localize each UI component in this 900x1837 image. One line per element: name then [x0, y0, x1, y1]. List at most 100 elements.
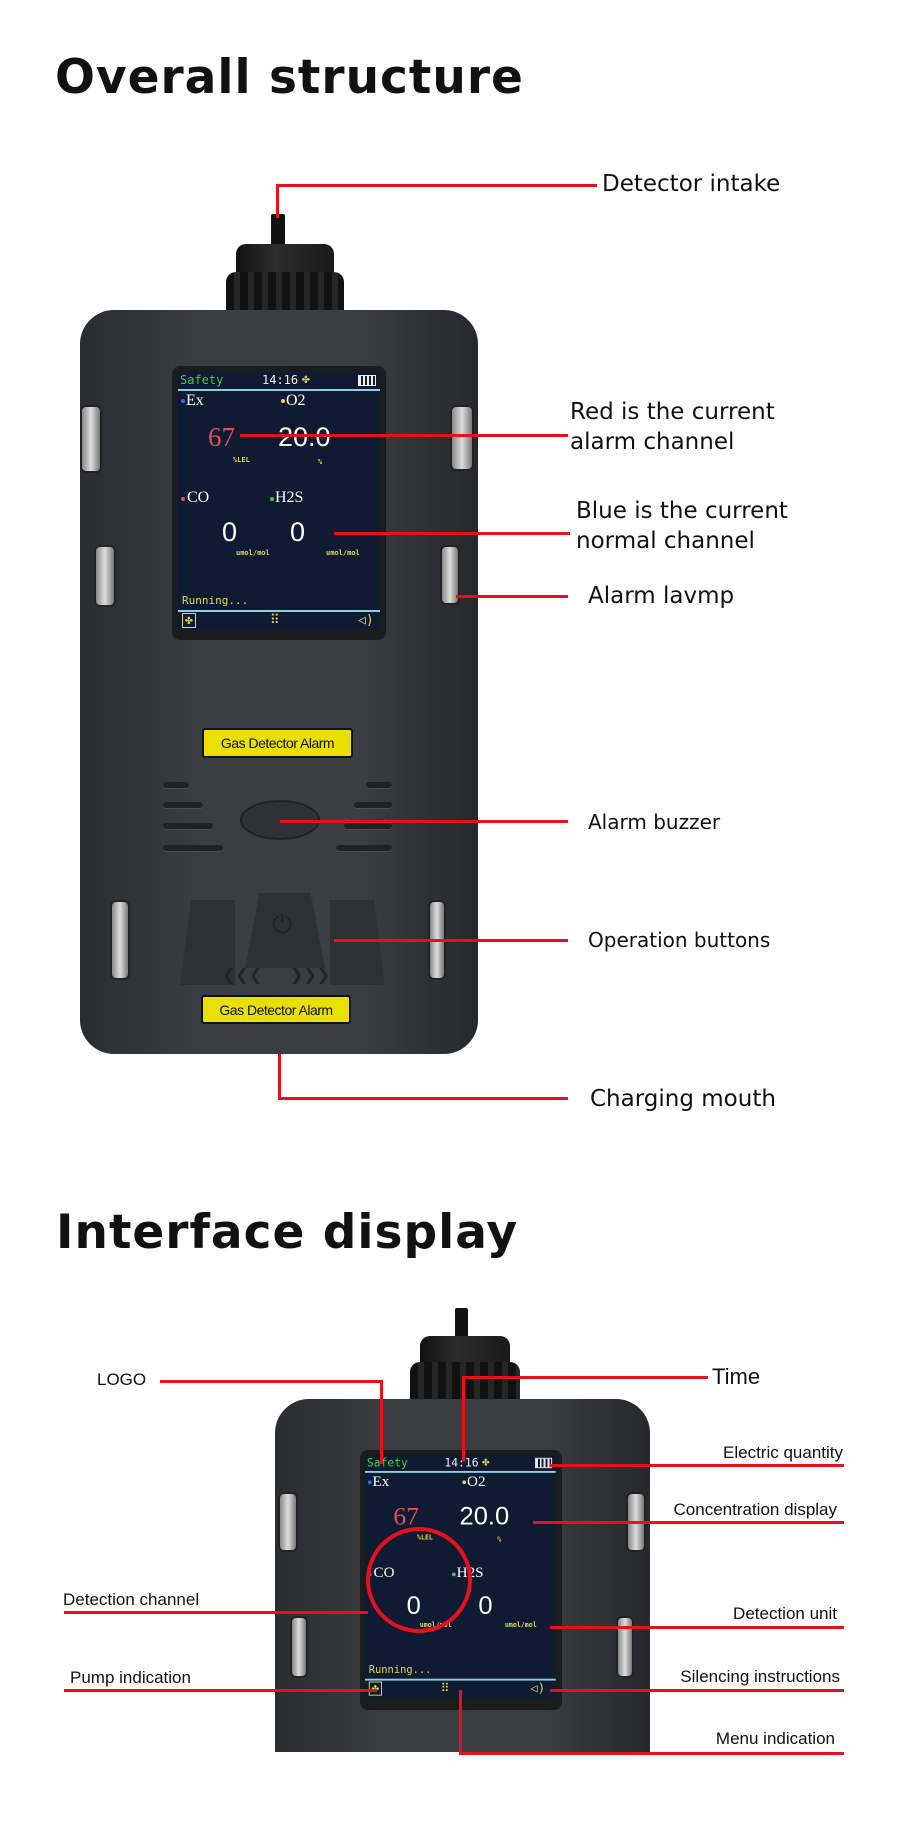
channel-dot-ex	[181, 399, 185, 403]
callout-line	[459, 1690, 462, 1754]
channel-dot-h2s	[270, 497, 274, 501]
menu-icon: ⠿	[440, 1681, 450, 1696]
callout-line	[550, 1626, 844, 1629]
callout-line	[280, 820, 568, 823]
callout-line	[64, 1689, 376, 1692]
callout-line	[276, 184, 597, 187]
power-icon: ⏻	[272, 910, 293, 940]
label-blue-channel-2: normal channel	[576, 528, 755, 554]
label-time: Time	[712, 1364, 761, 1389]
menu-icon: ⠿	[270, 613, 280, 628]
channel-value-ex: 67	[393, 1502, 419, 1531]
alarm-lamp-right-top	[450, 405, 474, 471]
channel-unit-o2: %	[497, 1535, 502, 1544]
vent-slot	[344, 823, 392, 829]
footer-divider	[365, 1678, 556, 1681]
label-red-channel-2: alarm channel	[570, 429, 735, 455]
channel-name-o2: O2	[286, 392, 306, 409]
callout-line	[334, 939, 568, 942]
channel-value-o2: 20.0	[459, 1502, 510, 1531]
label-menu-indication: Menu indication	[715, 1729, 835, 1748]
alarm-lamp-left	[278, 1492, 298, 1552]
callout-line	[278, 1054, 281, 1100]
label-operation-buttons: Operation buttons	[588, 928, 771, 952]
pump-icon: ✤	[182, 613, 196, 628]
channel-value-h2s: 0	[478, 1591, 493, 1620]
intake-cap-ribbed	[226, 272, 344, 314]
device-badge-top: Gas Detector Alarm	[202, 728, 353, 758]
speaker-icon: ◁)	[358, 613, 374, 628]
callout-line	[550, 1464, 844, 1467]
callout-line	[456, 595, 568, 598]
pump-icon: ✤	[368, 1681, 382, 1696]
channel-value-co: 0	[222, 517, 238, 547]
callout-line	[462, 1376, 708, 1379]
callout-line	[380, 1380, 383, 1464]
channel-value-ex: 67	[208, 422, 235, 452]
callout-line	[160, 1380, 382, 1383]
label-blue-channel-1: Blue is the current	[576, 498, 788, 524]
vent-slot	[354, 802, 392, 808]
screen-logo: Safety	[366, 1455, 408, 1470]
footer-divider	[178, 610, 380, 612]
label-detection-unit: Detection unit	[733, 1604, 837, 1623]
label-red-channel-1: Red is the current	[570, 399, 775, 425]
vent-slot	[163, 845, 223, 851]
right-arrows-icon: ❯❯❯	[290, 965, 331, 984]
callout-line	[459, 1752, 844, 1755]
channel-name-ex: Ex	[372, 1473, 390, 1490]
alarm-lamp-left-mid	[94, 545, 116, 607]
label-charging-mouth: Charging mouth	[590, 1086, 776, 1112]
alarm-lamp-left-low	[290, 1616, 308, 1678]
alarm-lamp-left-top	[80, 405, 102, 473]
speaker-icon: ◁)	[530, 1681, 546, 1696]
alarm-lamp-right-mid	[440, 545, 460, 605]
lcd-screen: Safety 14:16 ✤ Ex O2 67 20.0 %LEL % CO H…	[178, 372, 380, 630]
battery-icon	[358, 375, 376, 386]
channel-unit-co: umol/mol	[236, 549, 270, 557]
channel-unit-h2s: umol/mol	[326, 549, 360, 557]
channel-dot-co	[181, 497, 185, 501]
label-alarm-lamp: Alarm lavmp	[588, 583, 735, 609]
left-arrows-icon: ❮❮❮	[222, 965, 263, 984]
screen-time: 14:16	[262, 373, 299, 387]
alarm-lamp-right-low	[616, 1616, 634, 1678]
alarm-lamp-left-bottom	[110, 900, 130, 980]
channel-value-h2s: 0	[290, 517, 306, 547]
callout-line	[533, 1521, 844, 1524]
channel-name-ex: Ex	[186, 392, 204, 409]
callout-line	[334, 532, 570, 535]
fan-icon: ✤	[302, 372, 310, 387]
channel-unit-o2: %	[318, 458, 323, 466]
callout-line	[276, 184, 279, 218]
label-electric-quantity: Electric quantity	[723, 1443, 843, 1462]
battery-icon	[535, 1457, 553, 1469]
header-divider	[178, 389, 380, 391]
label-silencing-instructions: Silencing instructions	[680, 1667, 840, 1686]
header-divider	[365, 1470, 556, 1473]
intake-cap-ribbed	[410, 1362, 520, 1404]
label-detector-intake: Detector intake	[602, 171, 781, 197]
channel-dot-o2	[281, 399, 285, 403]
channel-name-o2: O2	[467, 1473, 486, 1490]
status-text: Running...	[368, 1663, 432, 1676]
vent-slot	[163, 823, 213, 829]
label-pump-indication: Pump indication	[70, 1668, 191, 1687]
callout-line	[240, 434, 568, 437]
channel-dot-ex	[367, 1480, 372, 1485]
channel-value-o2: 20.0	[278, 422, 331, 452]
power-button[interactable]	[245, 893, 325, 968]
overall-structure-title: Overall structure	[55, 50, 524, 105]
detection-channel-highlight-circle	[366, 1527, 472, 1633]
interface-display-title: Interface display	[56, 1205, 519, 1260]
vent-slot	[336, 845, 392, 851]
channel-dot-o2	[462, 1480, 467, 1485]
status-text: Running...	[182, 594, 249, 607]
device-badge-bottom: Gas Detector Alarm	[201, 995, 351, 1024]
label-concentration-display: Concentration display	[673, 1500, 837, 1519]
fan-icon: ✤	[482, 1455, 490, 1470]
callout-line	[462, 1376, 465, 1462]
vent-slot	[163, 802, 203, 808]
channel-name-h2s: H2S	[275, 489, 304, 506]
left-button[interactable]	[180, 900, 235, 985]
